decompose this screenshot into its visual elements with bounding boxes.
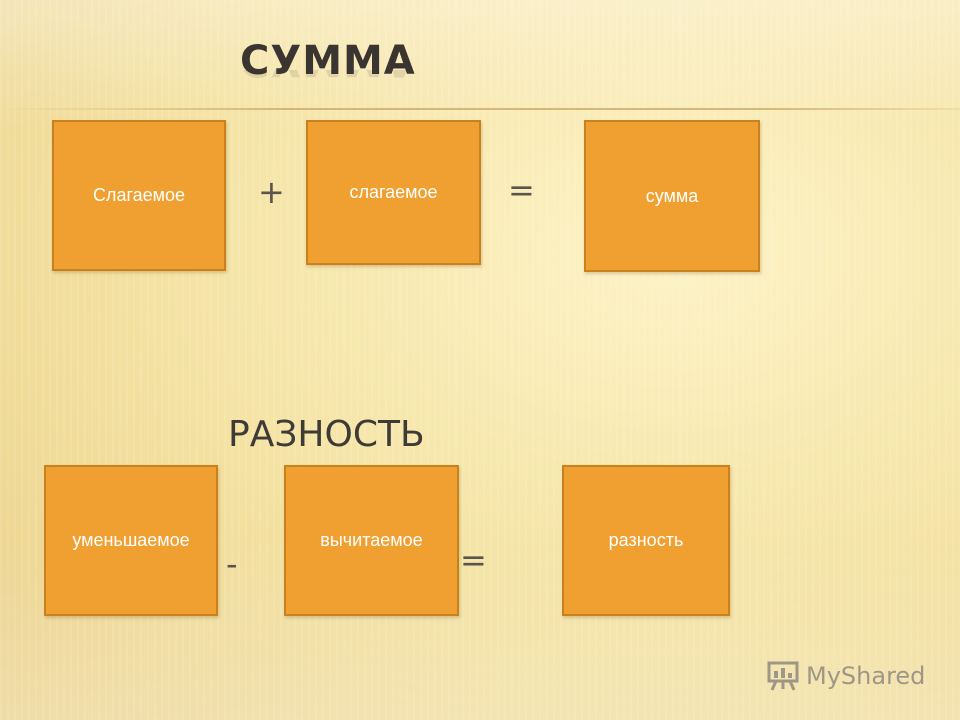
addend-box-1: Слагаемое xyxy=(52,120,226,271)
presentation-board-icon xyxy=(766,659,800,693)
addend-label-1: Слагаемое xyxy=(92,185,186,205)
difference-result-label: разность xyxy=(608,530,684,550)
sum-result-label: сумма xyxy=(645,185,699,206)
equals-sign-sum: = xyxy=(508,171,535,209)
watermark-text: MyShared xyxy=(806,662,926,690)
subtrahend-box: вычитаемое xyxy=(284,465,459,616)
minus-sign: - xyxy=(226,545,238,583)
sum-title-reflection: СУММА xyxy=(240,70,416,84)
sum-title: СУММА xyxy=(240,38,416,84)
equals-sign-difference: = xyxy=(460,541,487,579)
title-divider xyxy=(0,108,960,110)
difference-title: РАЗНОСТЬ xyxy=(228,414,425,455)
minuend-label: уменьшаемое xyxy=(72,530,190,550)
sum-result-box: сумма xyxy=(584,120,760,272)
subtrahend-label: вычитаемое xyxy=(320,530,423,550)
addend-box-2: слагаемое xyxy=(306,120,481,265)
plus-sign: + xyxy=(258,173,285,211)
minuend-box: уменьшаемое xyxy=(44,465,218,616)
difference-result-box: разность xyxy=(562,465,730,616)
addend-label-2: слагаемое xyxy=(349,182,438,202)
myshared-watermark: MyShared xyxy=(766,656,926,696)
